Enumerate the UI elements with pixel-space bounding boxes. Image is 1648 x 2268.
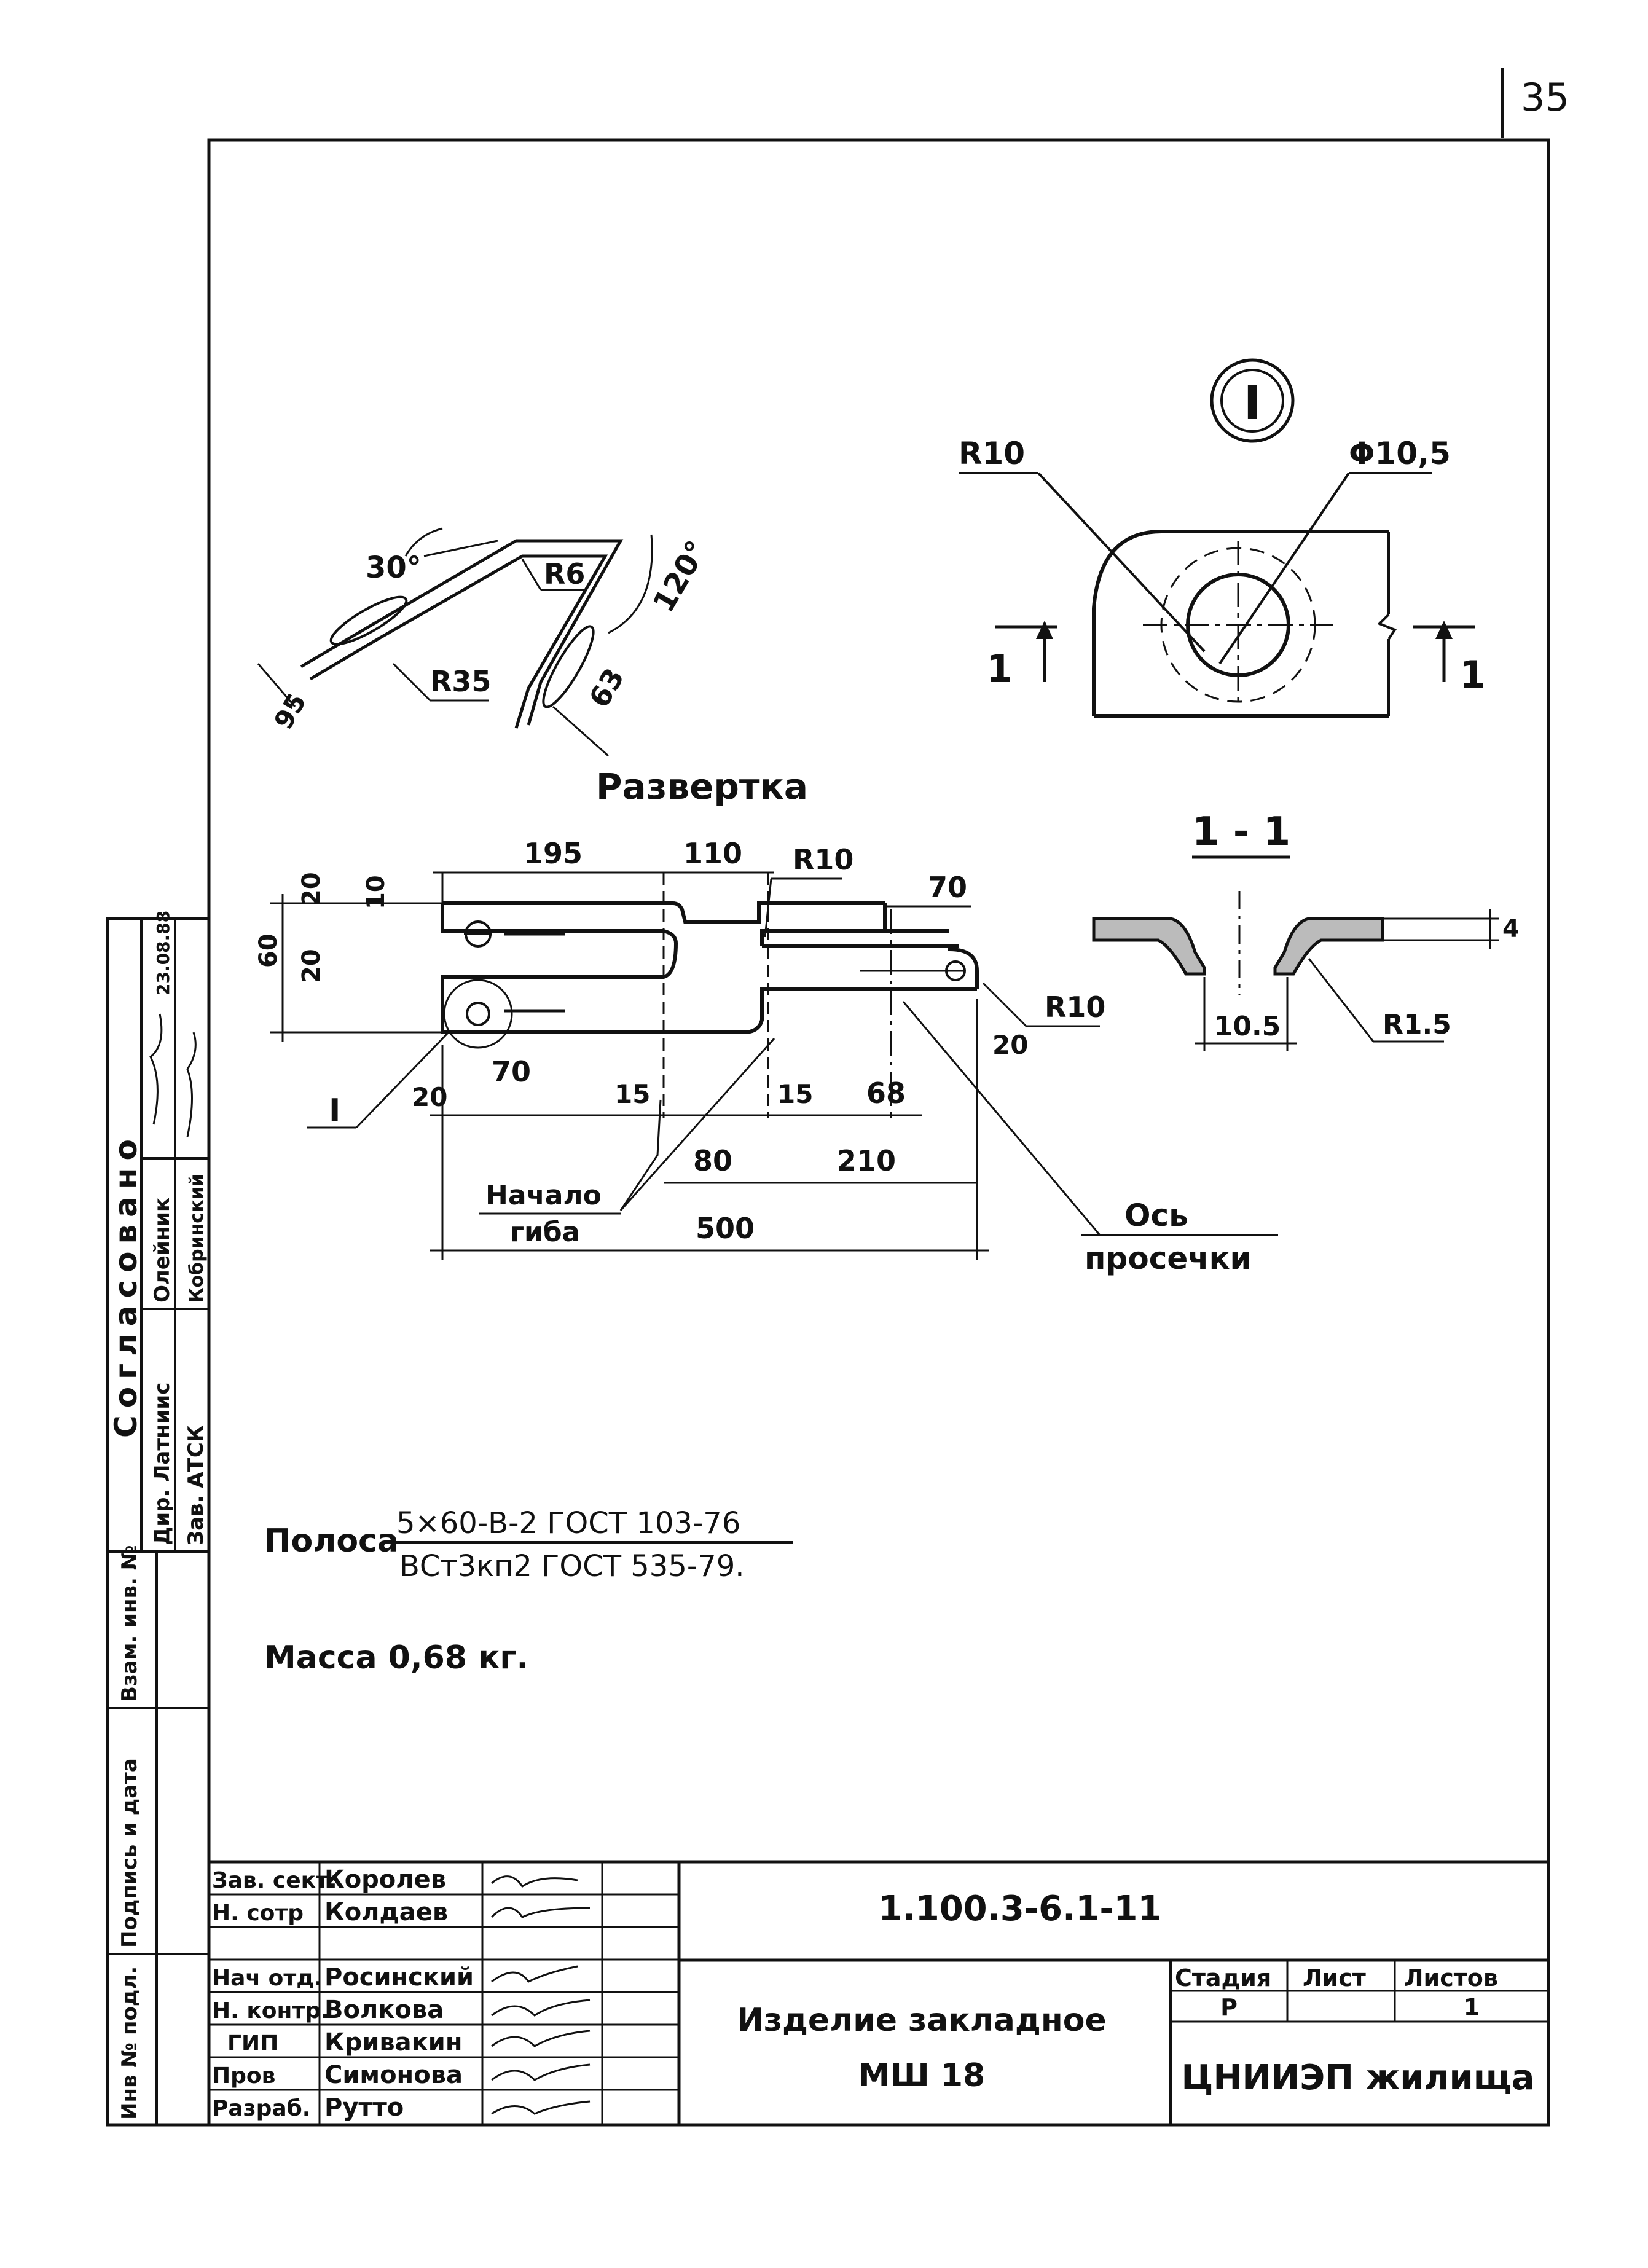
- dim-110: 110: [683, 837, 742, 870]
- document-code: 1.100.3-6.1-11: [879, 1889, 1162, 1929]
- side-podpis: Подпись и дата: [117, 1758, 142, 1948]
- section-view: 1 - 1 10.5 4 R1.5: [1092, 809, 1520, 1051]
- dim-20-a: 20: [297, 872, 326, 906]
- material-bottom: ВСт3кп2 ГОСТ 535-79.: [399, 1549, 745, 1583]
- bent-dim-63: 63: [583, 662, 631, 713]
- document-name-line2: МШ 18: [858, 2057, 985, 2094]
- material-top: 5×60-В-2 ГОСТ 103-76: [396, 1506, 740, 1540]
- sheets-value: 1: [1464, 1994, 1480, 2021]
- section-dim-4: 4: [1502, 915, 1520, 943]
- dim-68: 68: [866, 1077, 906, 1110]
- sheet-frame: [207, 138, 1550, 2127]
- dim-195: 195: [524, 837, 583, 870]
- dim-10: 10: [362, 875, 390, 909]
- staff-role: Зав. сект.: [212, 1868, 337, 1893]
- dim-500: 500: [696, 1212, 755, 1245]
- staff-name: Волкова: [324, 1996, 444, 2024]
- staff-role: Пров: [212, 2063, 275, 2089]
- detail-phi-label: Φ10,5: [1349, 436, 1451, 471]
- side-inv-podl: Инв № подл.: [117, 1966, 142, 2120]
- dim-80: 80: [693, 1144, 732, 1177]
- side-row1-title: Дир. Латниис: [150, 1383, 175, 1545]
- staff-role: Н. сотр: [212, 1901, 304, 1926]
- detail-callout: I: [1210, 358, 1295, 443]
- bent-dim-95: 95: [268, 688, 312, 734]
- sheets-label: Листов: [1404, 1964, 1498, 1991]
- dim-210: 210: [837, 1144, 896, 1177]
- callout-I-label: I: [329, 1093, 340, 1129]
- material-prefix: Полоса: [264, 1523, 399, 1560]
- bent-angle-30: 30°: [366, 551, 422, 585]
- staff-name: Рутто: [324, 2093, 404, 2122]
- side-row1-date: 23.08.88: [153, 911, 173, 995]
- bent-r35: R35: [430, 665, 491, 698]
- side-soglasovano: Согласовано: [108, 1132, 144, 1438]
- stage-value: Р: [1220, 1994, 1238, 2021]
- bent-r6: R6: [544, 557, 585, 591]
- organization: ЦНИИЭП жилища: [1182, 2058, 1535, 2098]
- detail-r10-label: R10: [959, 436, 1025, 471]
- staff-name: Симонова: [324, 2061, 463, 2089]
- staff-name: Королев: [324, 1866, 446, 1894]
- section-dim-105: 10.5: [1214, 1011, 1281, 1042]
- giba-label: гиба: [510, 1217, 580, 1248]
- dim-15-a: 15: [614, 1079, 650, 1109]
- side-row2-name: Кобринский: [186, 1174, 208, 1303]
- section-mark-right: 1: [1459, 653, 1486, 697]
- dim-20-right: 20: [992, 1030, 1028, 1060]
- nachalo-label: Начало: [485, 1180, 602, 1211]
- material-note: Полоса 5×60-В-2 ГОСТ 103-76 ВСт3кп2 ГОСТ…: [264, 1506, 793, 1583]
- razvertka-title: Развертка: [596, 766, 808, 807]
- section-mark-left: 1: [986, 646, 1013, 691]
- page-number: 35: [1521, 75, 1569, 120]
- staff-role: Н. контр.: [212, 1998, 329, 2023]
- dim-70-top: 70: [928, 871, 967, 904]
- bent-view: 30° R6 120° R35 63 95: [257, 527, 715, 757]
- staff-role: Разраб.: [212, 2096, 310, 2121]
- dim-15-b: 15: [777, 1079, 813, 1109]
- side-row2-title: Зав. АТСК: [184, 1425, 208, 1545]
- section-r15: R1.5: [1383, 1009, 1451, 1040]
- os-label: Ось: [1124, 1198, 1188, 1233]
- side-stamp: Согласовано Дир. Латниис Олейник 23.08.8…: [106, 911, 211, 1553]
- sheet-label: Лист: [1303, 1964, 1366, 1991]
- staff-name: Росинский: [324, 1963, 474, 1991]
- mass-note: Масса 0,68 кг.: [264, 1639, 528, 1676]
- staff-role: Нач отд.: [212, 1966, 323, 1991]
- section-title: 1 - 1: [1192, 809, 1290, 855]
- staff-name: Колдаев: [324, 1898, 448, 1926]
- dim-70-bottom: 70: [492, 1055, 531, 1088]
- bent-angle-120: 120°: [646, 535, 715, 618]
- document-name-line1: Изделие закладное: [737, 2002, 1107, 2039]
- side-vzam: Взам. инв. №: [117, 1545, 142, 1702]
- dim-r10-top: R10: [793, 843, 853, 876]
- dim-r10-right: R10: [1045, 991, 1105, 1024]
- stage-label: Стадия: [1175, 1964, 1271, 1991]
- staff-role: ГИП: [227, 2031, 278, 2056]
- flat-pattern: Развертка 195 110 R10 70 20 10 60 20: [254, 766, 1278, 1276]
- dim-20-b: 20: [297, 949, 326, 983]
- staff-name: Кривакин: [324, 2028, 462, 2057]
- title-block: Зав. сект. Королев Н. сотр Колдаев Нач о…: [209, 1860, 1548, 2125]
- dim-60: 60: [254, 933, 283, 968]
- detail-view: R10 Φ10,5 1 1: [959, 436, 1486, 718]
- side-columns: Взам. инв. № Подпись и дата Инв № подл.: [106, 1545, 211, 2127]
- prosechki-label: просечки: [1085, 1241, 1252, 1276]
- side-row1-name: Олейник: [150, 1198, 175, 1303]
- svg-text:I: I: [1244, 375, 1261, 430]
